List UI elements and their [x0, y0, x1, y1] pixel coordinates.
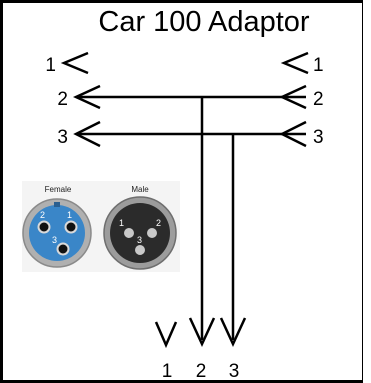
female-pin-3-label: 3: [52, 235, 57, 245]
male-pin-3-label: 3: [137, 235, 142, 245]
bottom-pin-2-label: 2: [196, 361, 207, 382]
bottom-pin-3-label: 3: [229, 361, 240, 382]
male-xlr-insert: [110, 203, 170, 263]
male-pin-1: [124, 228, 134, 238]
bottom-pin-1-label: 1: [162, 361, 173, 382]
female-pin-1-socket: [64, 220, 78, 234]
female-connector-label: Female: [45, 185, 72, 194]
female-xlr-insert: [29, 205, 85, 261]
female-xlr-connector: 2 1 3: [22, 198, 92, 268]
bottom-pin-2-arrowhead: [188, 317, 216, 347]
right-pin-3-arrowhead: [279, 120, 307, 148]
diagram-title: Car 100 Adaptor: [98, 6, 310, 38]
bottom-pin-1-connector: [154, 321, 178, 349]
right-pin-1-label: 1: [313, 55, 324, 76]
right-pin-3-label: 3: [313, 127, 324, 148]
female-pin-3-socket: [56, 242, 70, 256]
female-pin-2-label: 2: [40, 210, 45, 220]
female-pin-1-label: 1: [67, 210, 72, 220]
frame-right-gutter: [363, 0, 371, 383]
female-xlr-key: [54, 202, 60, 207]
right-pin-2-label: 2: [313, 89, 324, 110]
left-pin-1-connector: [60, 51, 89, 75]
male-pin-1-label: 1: [119, 218, 124, 228]
left-pin-1-label: 1: [45, 55, 56, 76]
left-pin-3-arrowhead: [73, 120, 101, 148]
left-pin-2-label: 2: [57, 89, 68, 110]
female-pin-2-socket: [37, 220, 51, 234]
xlr-connectors-image: Female Male 2 1 3 1 2 3: [22, 181, 180, 272]
male-pin-2-label: 2: [156, 218, 161, 228]
bottom-pin-3-arrowhead: [219, 317, 247, 347]
male-connector-label: Male: [131, 185, 149, 194]
right-pin-1-connector: [280, 51, 309, 75]
right-pin-2-arrowhead: [278, 84, 307, 110]
male-xlr-connector: 1 2 3: [103, 196, 177, 270]
male-pin-3: [135, 245, 145, 255]
left-pin-3-label: 3: [57, 127, 68, 148]
left-pin-2-arrowhead: [72, 84, 101, 110]
male-pin-2: [147, 228, 157, 238]
